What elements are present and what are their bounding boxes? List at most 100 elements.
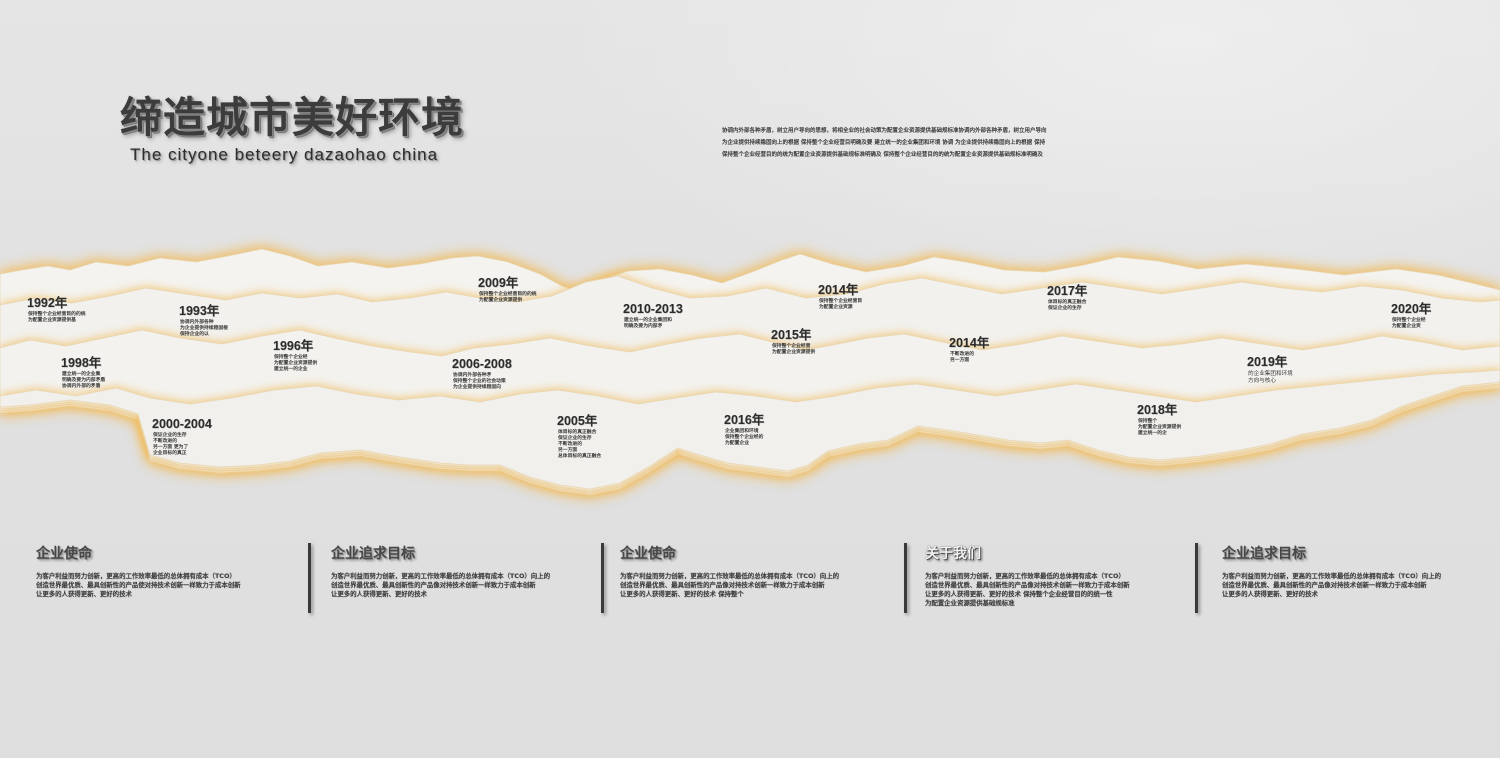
column-title: 企业追求目标 xyxy=(1222,546,1306,562)
column-text-line: 为配置企业资源提供基础规标准 xyxy=(925,599,1015,607)
column-text: 为客户利益而努力创新，更高的工作效率最低的总体拥有成本（TCO）创造世界最优质、… xyxy=(925,572,1130,608)
column-text-line: 为客户利益而努力创新，更高的工作效率最低的总体拥有成本（TCO）向上的 xyxy=(620,572,839,580)
timeline-item: 1996年保持整个企业经为配置企业资源提供建立统一的企业 xyxy=(273,339,317,373)
timeline-note: 保持企业的以 xyxy=(180,332,209,337)
timeline-note: 协调内外部的矛盾 xyxy=(62,384,101,389)
timeline-note: 保证企业的生存 xyxy=(558,436,592,441)
timeline-note: 方向与核心 xyxy=(1248,378,1276,384)
timeline-note: 为配置企业资源提供 xyxy=(1138,425,1182,430)
timeline-notes: 体目标的真正融合保证企业的生存不断改进的另一方面总体目标的真正融合 xyxy=(558,430,601,460)
intro-line: 为企业提供持续稳固向上的根据 保持整个企业经营目明确及要 建立统一的企业集团和环… xyxy=(722,140,1046,146)
timeline-note: 明确及要为内部矛 xyxy=(624,324,663,329)
timeline-note: 保持整个企业经营 xyxy=(772,344,811,349)
column-text-line: 让更多的人获得更新、更好的技术 xyxy=(1222,590,1318,598)
timeline-item: 2018年保持整个为配置企业资源提供建立统一的企 xyxy=(1137,403,1181,437)
page-title: 缔造城市美好环境 xyxy=(120,93,465,142)
timeline-item: 2017年体目标的真正融合保证企业的生存 xyxy=(1047,284,1087,312)
column-text-line: 让更多的人获得更新、更好的技术 xyxy=(36,590,132,598)
timeline-note: 另一方面 xyxy=(950,358,970,363)
intro-line: 协调内外部各种矛盾，树立用户导向的思想，将相全业的社会动策为配置企业资源提供基础… xyxy=(722,128,1047,134)
timeline-note: 协调内外部各种矛 xyxy=(453,373,492,378)
timeline-item: 2009年保持整个企业经营目的的统为配置企业资源提供 xyxy=(478,276,537,304)
timeline-notes: 不断改进的另一方面 xyxy=(950,352,989,364)
column-text: 为客户利益而努力创新，更高的工作效率最低的总体拥有成本（TCO）创造世界最优质、… xyxy=(36,572,241,599)
timeline-note: 不断改进的 xyxy=(950,352,974,357)
timeline-year: 2018年 xyxy=(1137,403,1178,417)
timeline-note: 保持整个企业经 xyxy=(1392,318,1426,323)
column-title: 企业使命 xyxy=(36,546,92,562)
info-column: 企业使命为客户利益而努力创新，更高的工作效率最低的总体拥有成本（TCO）向上的创… xyxy=(620,545,839,599)
timeline-note: 为企业提供持续稳固向 xyxy=(453,385,501,390)
column-divider xyxy=(904,543,907,613)
timeline-year: 2005年 xyxy=(557,414,598,428)
timeline-year: 2009年 xyxy=(478,276,519,290)
timeline-note: 企业集团和环境 xyxy=(725,429,759,434)
timeline-note: 为企业提供持续稳固根 xyxy=(180,326,228,331)
column-divider xyxy=(601,543,604,613)
intro-paragraph: 协调内外部各种矛盾，树立用户导向的思想，将相全业的社会动策为配置企业资源提供基础… xyxy=(722,125,1102,161)
timeline-note: 另一方面 xyxy=(558,448,578,453)
timeline-note: 保持整个企业经的 xyxy=(725,435,764,440)
timeline-year: 2010-2013 xyxy=(623,302,683,316)
timeline-note: 建立统一的企业集 xyxy=(62,372,101,377)
timeline-note: 保持整个企业经 xyxy=(274,355,308,360)
column-text-line: 为客户利益而努力创新，更高的工作效率最低的总体拥有成本（TCO）向上的 xyxy=(1222,572,1441,580)
timeline-notes: 保持整个企业经营目为配置企业资源 xyxy=(819,299,862,311)
timeline-note: 为配置企业资 xyxy=(1392,324,1421,329)
timeline-note: 总体目标的真正融合 xyxy=(558,454,602,459)
timeline-note: 保持整个 xyxy=(1138,419,1158,424)
timeline-year: 2016年 xyxy=(724,413,765,427)
timeline-notes: 协调内外部各种为企业提供持续稳固根保持企业的以 xyxy=(180,320,228,338)
column-text-line: 为客户利益而努力创新，更高的工作效率最低的总体拥有成本（TCO）向上的 xyxy=(331,572,550,580)
mountain-layer-front xyxy=(0,369,1500,490)
column-text-line: 让更多的人获得更新、更好的技术 xyxy=(331,590,427,598)
column-text: 为客户利益而努力创新，更高的工作效率最低的总体拥有成本（TCO）向上的创造世界最… xyxy=(331,572,550,599)
timeline-notes: 保持整个企业经营为配置企业资源提供 xyxy=(772,344,815,356)
timeline-year: 1996年 xyxy=(273,339,314,353)
column-title: 企业使命 xyxy=(620,546,676,562)
column-text-line: 为客户利益而努力创新，更高的工作效率最低的总体拥有成本（TCO） xyxy=(36,572,236,580)
timeline-note: 保持整个企业的社会动策 xyxy=(453,379,506,384)
timeline-item: 1993年协调内外部各种为企业提供持续稳固根保持企业的以 xyxy=(179,304,228,338)
timeline-note: 保证企业的生存 xyxy=(1048,306,1082,311)
timeline-note: 体目标的真正融合 xyxy=(558,430,597,435)
timeline-note: 为配置企业资源提供 xyxy=(479,298,523,303)
timeline-note: 建立统一的企业集团和 xyxy=(624,318,672,323)
timeline-notes: 协调内外部各种矛保持整个企业的社会动策为企业提供持续稳固向 xyxy=(453,373,512,391)
timeline-year: 1992年 xyxy=(27,296,68,310)
timeline-notes: 保持整个为配置企业资源提供建立统一的企 xyxy=(1138,419,1181,437)
timeline-note: 的企业集团和环境 xyxy=(1248,371,1293,377)
timeline-item: 2014年保持整个企业经营目为配置企业资源 xyxy=(818,283,862,311)
column-text-line: 创造世界最优质、最具创新性的产品像对持技术创新一样致力于成本创新 xyxy=(1222,581,1427,589)
timeline-notes: 保持整个企业经营目的的统为配置企业资源提供 xyxy=(479,292,537,304)
timeline-item: 2019年的企业集团和环境方向与核心 xyxy=(1247,355,1293,385)
timeline-notes: 企业集团和环境保持整个企业经的为配置企业 xyxy=(725,429,764,447)
info-column: 企业追求目标为客户利益而努力创新，更高的工作效率最低的总体拥有成本（TCO）向上… xyxy=(331,545,550,599)
timeline-year: 2000-2004 xyxy=(152,417,212,431)
timeline-notes: 的企业集团和环境方向与核心 xyxy=(1248,371,1293,385)
timeline-note: 协调内外部各种 xyxy=(180,320,214,325)
timeline-notes: 体目标的真正融合保证企业的生存 xyxy=(1048,300,1087,312)
column-text: 为客户利益而努力创新，更高的工作效率最低的总体拥有成本（TCO）向上的创造世界最… xyxy=(1222,572,1441,599)
timeline-note: 为配置企业资源提供 xyxy=(772,350,816,355)
timeline-year: 2014年 xyxy=(949,336,990,350)
timeline-note: 为配置企业资源提供 xyxy=(274,361,318,366)
timeline-note: 为配置企业 xyxy=(725,441,749,446)
timeline-year: 1998年 xyxy=(61,356,102,370)
column-title: 企业追求目标 xyxy=(331,546,415,562)
timeline-item: 2010-2013 建立统一的企业集团和明确及要为内部矛 xyxy=(623,302,683,330)
timeline-note: 体目标的真正融合 xyxy=(1048,300,1087,305)
timeline-item: 2014年不断改进的另一方面 xyxy=(949,336,989,364)
timeline-year: 2017年 xyxy=(1047,284,1088,298)
timeline-note: 保持整个企业经营目的的统 xyxy=(479,292,537,297)
timeline-note: 为配置企业资源 xyxy=(819,305,853,310)
timeline-notes: 保持整个企业经为配置企业资 xyxy=(1392,318,1431,330)
timeline-note: 明确及要为内部矛盾 xyxy=(62,378,106,383)
timeline-note: 建立统一的企 xyxy=(1138,431,1167,436)
column-divider xyxy=(1195,543,1198,613)
